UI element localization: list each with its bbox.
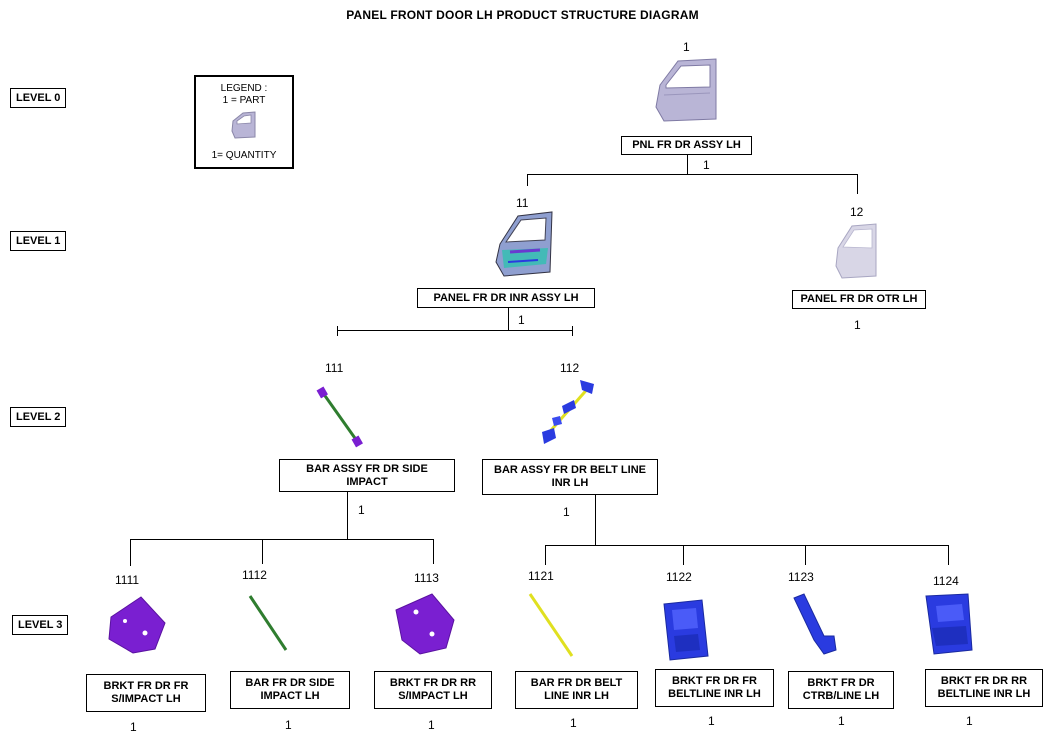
connector [130, 539, 131, 566]
connector [595, 495, 596, 545]
node-1122-number: 1122 [666, 570, 692, 584]
node-1121-number: 1121 [528, 569, 554, 583]
node-11-label: PANEL FR DR INR ASSY LH [417, 288, 595, 308]
connector [683, 545, 684, 565]
connector [527, 174, 528, 186]
node-1124-quantity: 1 [966, 714, 973, 728]
connector [572, 326, 573, 336]
node-12-label: PANEL FR DR OTR LH [792, 290, 926, 309]
connector [130, 539, 434, 540]
connector [805, 545, 806, 565]
node-11-quantity: 1 [518, 313, 525, 327]
node-112-label: BAR ASSY FR DR BELT LINE INR LH [482, 459, 658, 495]
node-1112-label: BAR FR DR SIDE IMPACT LH [230, 671, 350, 709]
node-1-label: PNL FR DR ASSY LH [621, 136, 752, 155]
node-112-number: 112 [560, 361, 580, 375]
level-3-label: LEVEL 3 [12, 615, 69, 635]
node-12-number: 12 [850, 205, 864, 219]
node-1113-quantity: 1 [428, 718, 435, 732]
node-1122-quantity: 1 [708, 714, 715, 728]
connector [857, 174, 858, 194]
front-impact-bracket-image [108, 596, 166, 654]
connector [948, 545, 949, 565]
node-1113-number: 1113 [414, 571, 439, 585]
connector [527, 174, 858, 175]
node-111-number: 111 [325, 361, 344, 375]
connector [347, 492, 348, 539]
node-1121-label: BAR FR DR BELT LINE INR LH [515, 671, 638, 709]
legend-door-icon [231, 111, 256, 139]
node-1111-quantity: 1 [130, 720, 137, 734]
node-1-number: 1 [683, 40, 690, 54]
level-0-label: LEVEL 0 [10, 88, 67, 108]
level-1-label: LEVEL 1 [10, 231, 67, 251]
node-1123-label: BRKT FR DR CTRB/LINE LH [788, 671, 894, 709]
node-1113-label: BRKT FR DR RR S/IMPACT LH [374, 671, 492, 709]
node-1112-quantity: 1 [285, 718, 292, 732]
side-impact-bar-lh-image [248, 595, 288, 651]
node-112-quantity: 1 [563, 505, 570, 519]
legend-quantity-label: 1= QUANTITY [211, 150, 277, 161]
level-2-label: LEVEL 2 [10, 407, 67, 427]
connector [262, 539, 263, 564]
node-1123-quantity: 1 [838, 714, 845, 728]
node-11-number: 11 [516, 196, 529, 210]
node-1112-number: 1112 [242, 568, 267, 582]
front-beltline-bracket-image [663, 599, 709, 661]
node-111-label: BAR ASSY FR DR SIDE IMPACT [279, 459, 455, 492]
legend-part-label: 1 = PART [222, 95, 266, 106]
node-1123-number: 1123 [788, 570, 814, 584]
legend-box: LEGEND : 1 = PART 1= QUANTITY [194, 75, 294, 169]
node-1124-number: 1124 [933, 574, 959, 588]
connector [545, 545, 546, 565]
connector [508, 308, 509, 330]
side-impact-bar-image [316, 386, 363, 448]
node-1111-label: BRKT FR DR FR S/IMPACT LH [86, 674, 206, 712]
door-assembly-image [655, 58, 717, 122]
rear-beltline-bracket-image [925, 593, 973, 655]
node-111-quantity: 1 [358, 503, 365, 517]
node-12-quantity: 1 [854, 318, 861, 332]
ctrb-line-bracket-image [793, 593, 837, 655]
node-1121-quantity: 1 [570, 716, 577, 730]
node-1124-label: BRKT FR DR RR BELTLINE INR LH [925, 669, 1043, 707]
node-1-quantity: 1 [703, 158, 710, 172]
connector [433, 539, 434, 564]
inner-panel-image [495, 211, 553, 277]
connector [337, 330, 573, 331]
rear-impact-bracket-image [395, 593, 455, 655]
node-1122-label: BRKT FR DR FR BELTLINE INR LH [655, 669, 774, 707]
belt-line-bar-image [542, 380, 594, 444]
diagram-title: PANEL FRONT DOOR LH PRODUCT STRUCTURE DI… [346, 8, 699, 22]
connector [687, 155, 688, 174]
legend-heading: LEGEND : [220, 83, 268, 94]
belt-line-inr-bar-image [528, 593, 574, 657]
outer-panel-image [835, 223, 877, 279]
node-1111-number: 1111 [115, 573, 140, 587]
connector [545, 545, 949, 546]
connector [337, 326, 338, 336]
